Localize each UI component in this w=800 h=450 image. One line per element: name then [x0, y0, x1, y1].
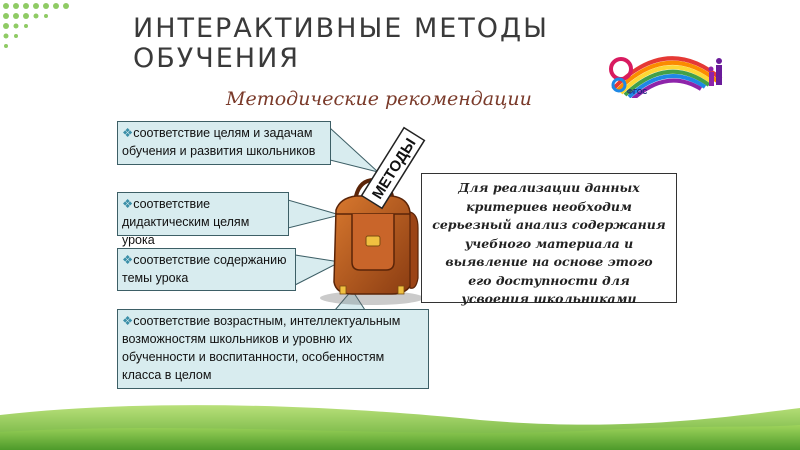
callout-goals-line-2: обучения и развития школьников	[122, 144, 316, 158]
callout-age-line-1: соответствие возрастным, интеллектуальны…	[133, 314, 401, 328]
title-line-2: ОБУЧЕНИЯ	[133, 43, 301, 74]
bullet-icon: ❖	[122, 314, 134, 328]
callout-1-tail	[329, 126, 379, 173]
callout-goals-line-1: соответствие целям и задачам	[133, 126, 313, 140]
callout-age-line-3: обученности и воспитанности, особенностя…	[122, 350, 385, 364]
info-box: Для реализации данных критериев необходи…	[421, 173, 677, 306]
corner-dots-decoration	[3, 3, 69, 48]
info-line-6: его доступности для	[468, 272, 630, 288]
slide-subtitle: Методические рекомендации	[226, 88, 532, 110]
info-line-3: серьезный анализ содержания	[432, 217, 666, 232]
callout-didactic: ❖соответствие дидактическим целям урока	[117, 192, 289, 247]
callout-age-line-4: класса в целом	[122, 368, 212, 382]
callout-content-line-1: соответствие содержанию	[133, 253, 287, 267]
rainbow-logo-icon: ФГОС	[609, 56, 723, 101]
info-line-1: Для реализации данных	[458, 180, 640, 195]
callout-content: ❖соответствие содержанию темы урока	[117, 248, 296, 291]
info-line-5: выявление на основе этого	[445, 254, 653, 269]
title-line-1: ИНТЕРАКТИВНЫЕ МЕТОДЫ	[133, 13, 549, 44]
callout-age: ❖соответствие возрастным, интеллектуальн…	[117, 309, 429, 389]
callout-content-line-2: темы урока	[122, 271, 189, 285]
fgos-logo: ФГОС	[591, 39, 743, 101]
bullet-icon: ❖	[122, 126, 134, 140]
bullet-icon: ❖	[122, 197, 134, 211]
callout-2-tail	[287, 199, 342, 229]
info-line-4: учебного материала и	[464, 235, 634, 251]
callout-3-tail	[294, 254, 342, 286]
logo-label: ФГОС	[627, 89, 647, 96]
callout-goals: ❖соответствие целям и задачам обучения и…	[117, 121, 331, 165]
callout-didactic-line-2: дидактическим целям урока	[122, 215, 250, 247]
slide-title: ИНТЕРАКТИВНЫЕ МЕТОДЫ ОБУЧЕНИЯ	[133, 14, 573, 74]
info-line-7: усвоения школьниками	[461, 291, 637, 306]
info-line-2: критериев необходим	[466, 198, 632, 214]
callout-didactic-line-1: соответствие	[133, 197, 211, 211]
callout-age-line-2: возможностям школьников и уровню их	[122, 332, 353, 346]
bullet-icon: ❖	[122, 253, 134, 267]
